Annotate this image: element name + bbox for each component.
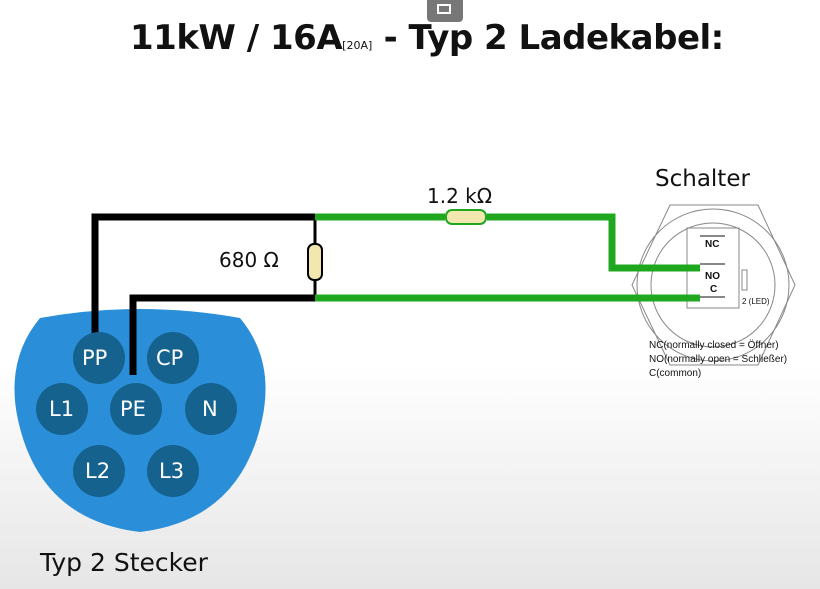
resistor-switch-label: 1.2 kΩ — [427, 184, 493, 208]
resistor-pp-label: 680 Ω — [219, 248, 279, 272]
resistor-1k2-icon — [445, 209, 487, 225]
page-title: 11kW / 16A[20A] - Typ 2 Ladekabel: — [130, 18, 724, 58]
pin-no: NO — [705, 271, 720, 282]
connector-title: Typ 2 Stecker — [40, 548, 208, 577]
legend-no: NO(normally open = Schließer) — [649, 354, 788, 365]
pin-pe-label: PE — [120, 397, 146, 421]
pin-pp-label: PP — [82, 346, 108, 370]
pin-c: C — [710, 284, 718, 295]
wire-pe — [129, 294, 315, 375]
wire-pp — [91, 213, 315, 335]
switch-title: Schalter — [655, 166, 750, 192]
plug-pins — [36, 332, 237, 497]
legend-c: C(common) — [649, 368, 702, 379]
pin-cp-label: CP — [156, 346, 184, 370]
pin-l3-label: L3 — [159, 459, 185, 483]
pip-icon — [437, 4, 451, 14]
pin-l2-label: L2 — [85, 459, 111, 483]
legend-nc: NC(normally closed = Öffner) — [649, 340, 779, 351]
picture-in-picture-button[interactable] — [427, 0, 463, 22]
resistor-680-icon — [307, 243, 323, 281]
pin-l1-label: L1 — [49, 397, 75, 421]
pin-nc: NC — [705, 239, 720, 250]
pin-n-label: N — [202, 397, 218, 421]
switch-drawing — [631, 204, 796, 366]
pin-led: 2 (LED) — [742, 297, 770, 306]
